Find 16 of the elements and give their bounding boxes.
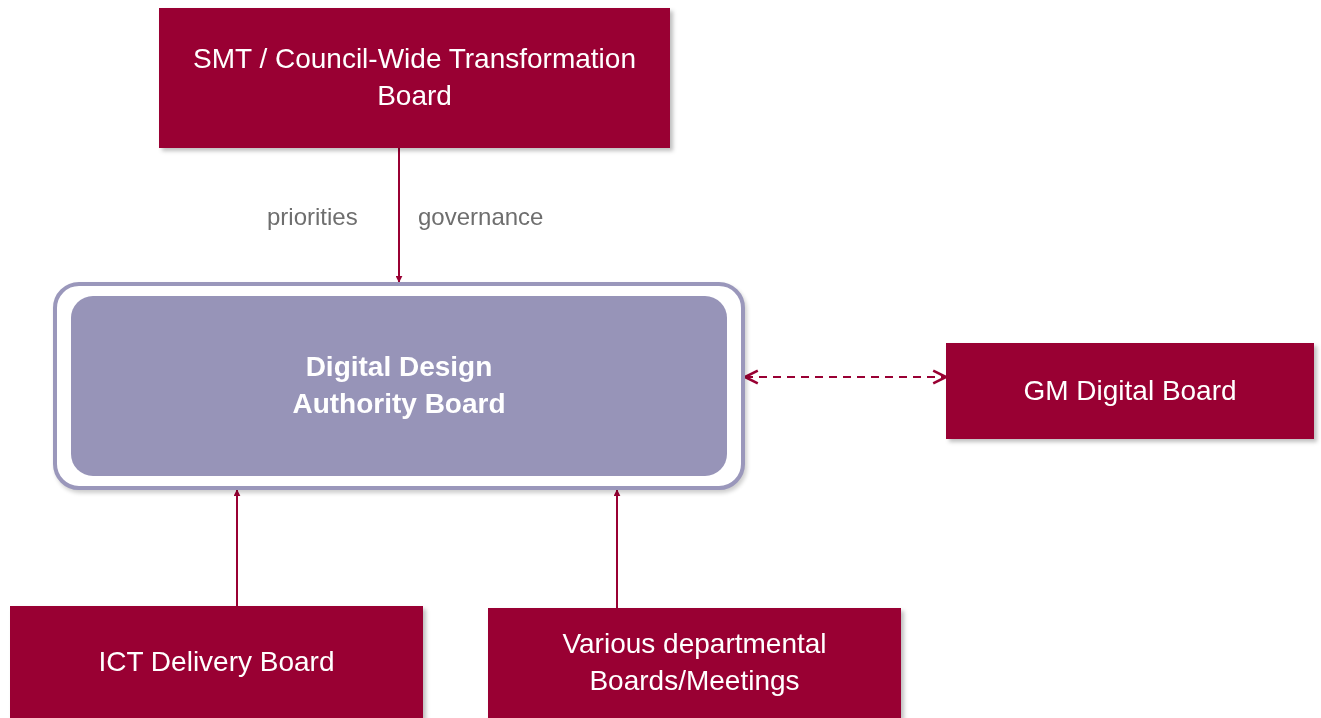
node-label: SMT / Council-Wide Transformation Board: [192, 42, 637, 113]
arrow: [743, 369, 948, 385]
process-box: [488, 608, 901, 718]
arrow: [395, 147, 403, 283]
process-box: [159, 8, 670, 148]
node-label: Various departmental Boards/Meetings: [561, 627, 828, 698]
annotation-text: governance: [418, 203, 544, 231]
annotation-text: priorities: [267, 203, 358, 231]
arrow: [233, 489, 241, 607]
node-label: GM Digital Board: [1023, 373, 1237, 408]
board-frame: [53, 282, 745, 490]
process-box: [10, 606, 423, 718]
node-label: ICT Delivery Board: [98, 644, 335, 679]
process-box: [946, 343, 1314, 439]
node-label: Digital Design Authority Board: [291, 350, 507, 421]
arrow: [613, 489, 621, 609]
